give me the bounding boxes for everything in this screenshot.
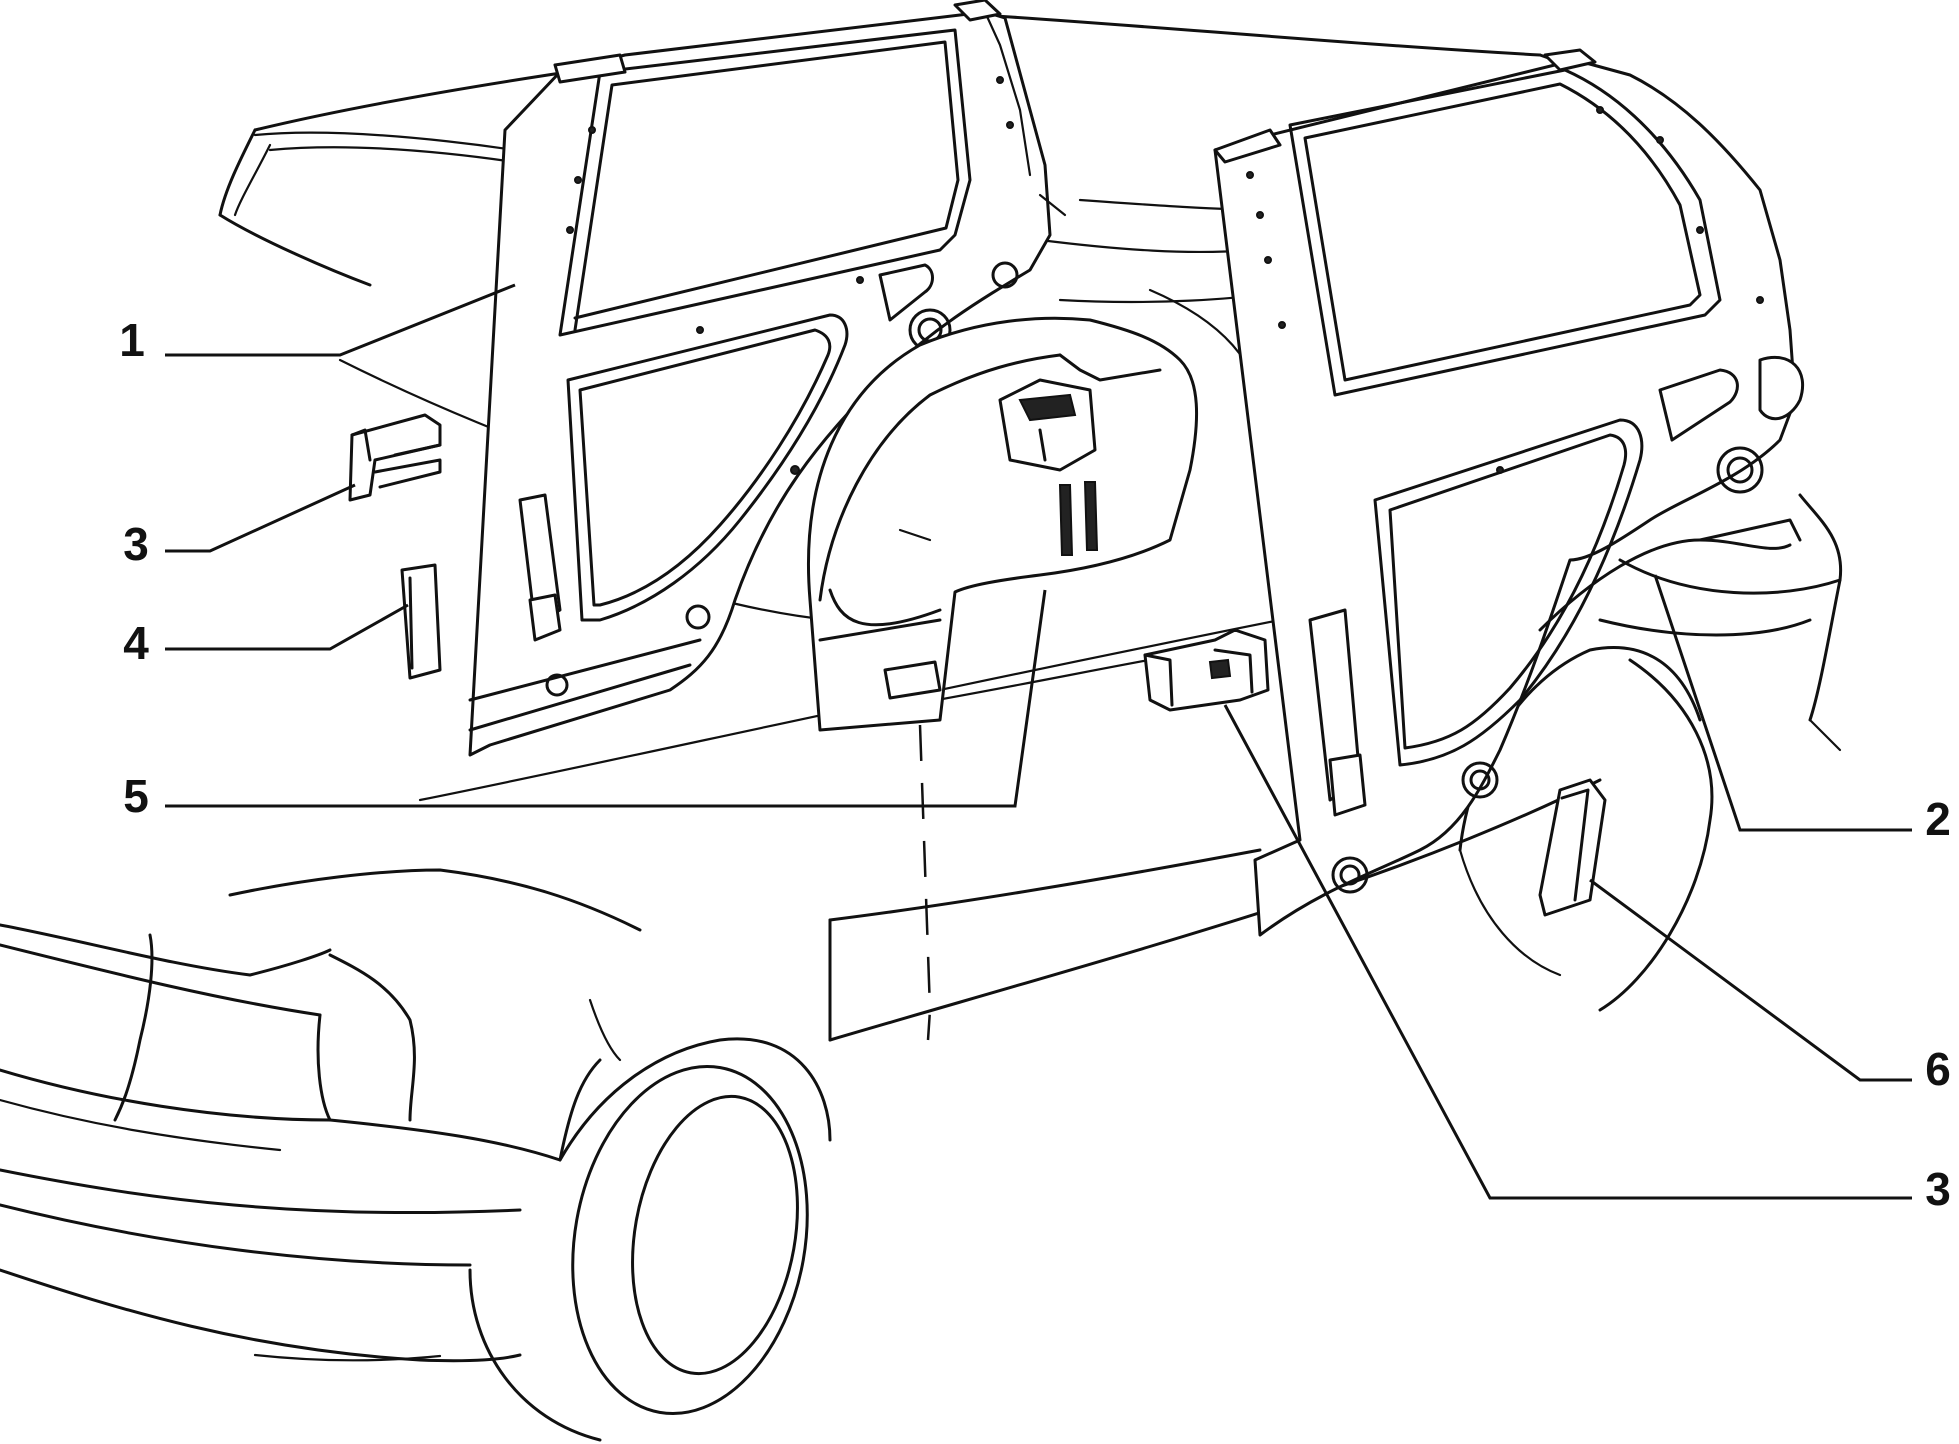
leader-3-right	[1223, 704, 1912, 1200]
part-5-wheel-arch-liner	[790, 316, 1198, 732]
part-4-plate	[400, 563, 442, 680]
leader-3-left	[165, 483, 356, 553]
callout-4: 4	[123, 617, 149, 669]
part-3-bracket-left	[348, 413, 442, 502]
callout-5: 5	[123, 770, 149, 822]
callout-6: 6	[1925, 1043, 1951, 1095]
callout-3-left: 3	[123, 518, 149, 570]
part-1-left-side-panel	[468, 0, 1067, 757]
callout-2: 2	[1925, 793, 1951, 845]
leader-4	[165, 603, 409, 651]
leader-2	[1653, 574, 1912, 832]
leader-6	[1589, 878, 1912, 1082]
leader-1	[165, 283, 516, 357]
part-6-sill-plate	[1538, 778, 1607, 917]
callout-1: 1	[119, 314, 145, 366]
part-3-bracket-right	[1143, 628, 1270, 712]
leader-5	[165, 589, 1047, 808]
callout-labels: 1 3 4 5 2 6 3	[119, 314, 1951, 1215]
leader-lines	[165, 283, 1912, 1200]
assembly-dashed-line	[918, 724, 932, 1041]
callout-3-right: 3	[1925, 1163, 1951, 1215]
part-2-right-side-panel	[1213, 48, 1805, 937]
